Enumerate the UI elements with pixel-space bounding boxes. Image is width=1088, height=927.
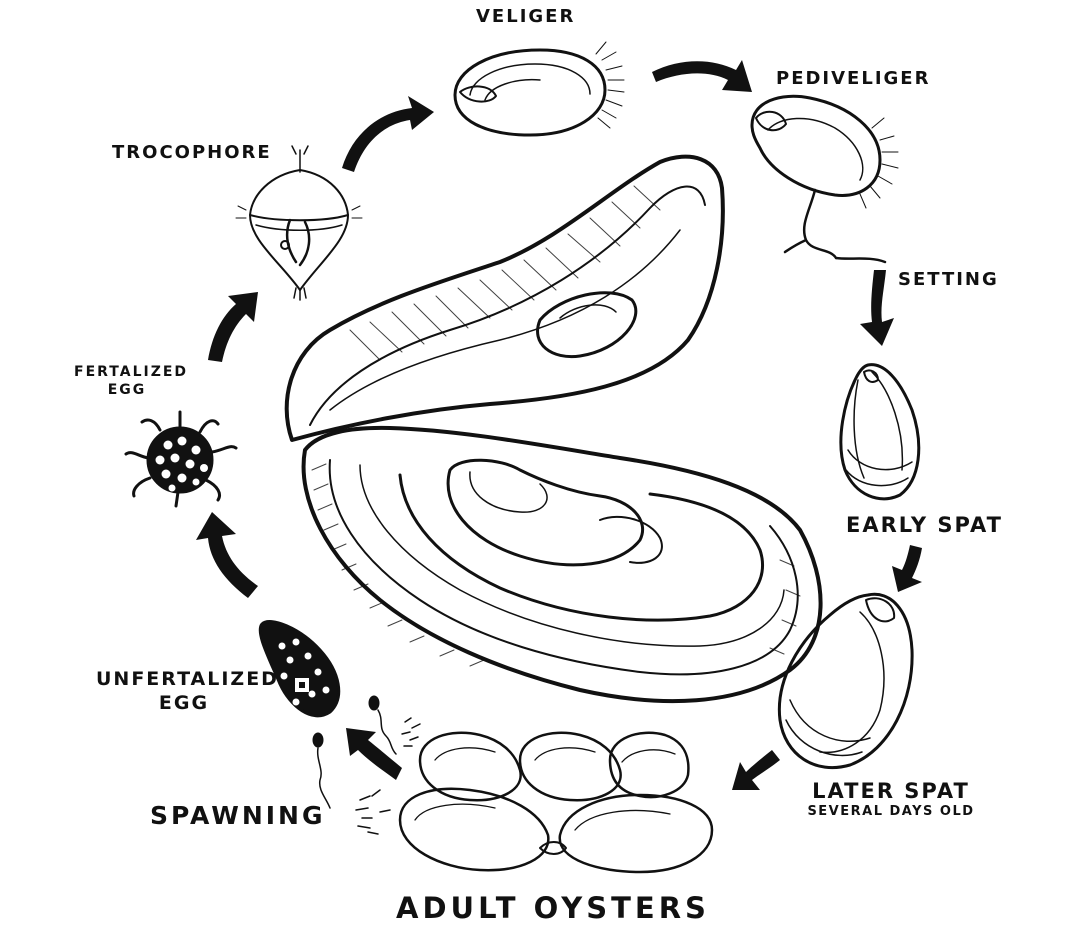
trocophore-illustration (235, 145, 363, 301)
label-unfertilized-egg-line2: EGG (158, 691, 210, 714)
cycle-arrows (196, 60, 922, 790)
arrow-veliger-to-pediveliger (652, 60, 752, 92)
arrow-early-spat-to-later-spat (892, 545, 922, 592)
label-later-spat-title: LATER SPAT (812, 779, 970, 803)
label-fertilized-egg-line2: EGG (107, 381, 147, 398)
label-fertilized-egg-line1: FERTALIZED (74, 364, 189, 380)
label-early-spat: EARLY SPAT (846, 513, 1003, 537)
arrow-later-spat-to-adults (732, 750, 780, 790)
arrow-egg-to-fertilized (196, 512, 258, 598)
fertilized-egg-illustration (124, 410, 238, 508)
label-unfertilized-egg: UNFERTALIZED EGG (96, 668, 279, 716)
sperm-illustration (312, 695, 421, 835)
label-veliger: VELIGER (476, 6, 576, 27)
label-setting: SETTING (898, 269, 999, 290)
label-adult-oysters: ADULT OYSTERS (396, 891, 710, 925)
unfertilized-egg-illustration (258, 620, 341, 718)
label-later-spat: LATER SPAT SEVERAL DAYS OLD (800, 778, 982, 821)
label-fertilized-egg: FERTALIZED EGG (74, 364, 189, 399)
pediveliger-illustration (750, 94, 899, 264)
veliger-illustration (453, 41, 625, 137)
label-spawning: SPAWNING (150, 801, 326, 830)
later-spat-illustration (777, 592, 914, 770)
label-pediveliger: PEDIVELIGER (776, 68, 931, 89)
label-later-spat-note: SEVERAL DAYS OLD (807, 804, 975, 820)
arrow-trocophore-to-veliger (342, 96, 434, 172)
label-trocophore: TROCOPHORE (112, 142, 272, 163)
adult-oysters-illustration (398, 731, 714, 874)
central-open-oyster-illustration (284, 154, 823, 704)
label-unfertilized-egg-line1: UNFERTALIZED (96, 668, 279, 690)
early-spat-illustration (839, 363, 921, 501)
arrow-setting-to-early-spat (860, 270, 894, 346)
arrow-fertilized-to-trocophore (208, 292, 258, 362)
arrow-spawning-to-egg (346, 728, 402, 780)
